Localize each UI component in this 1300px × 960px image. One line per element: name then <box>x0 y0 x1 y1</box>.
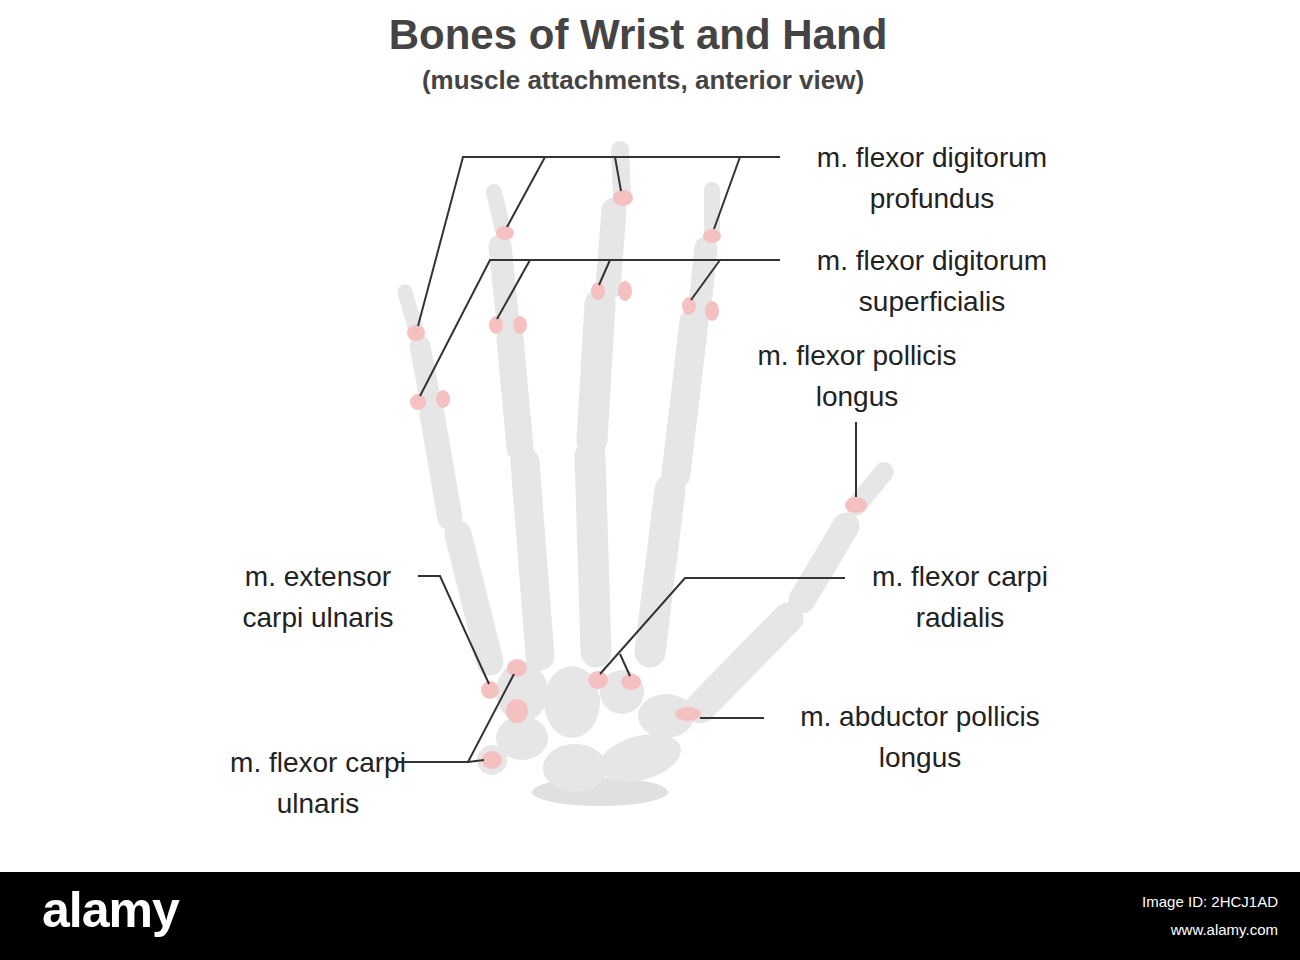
attachment-spot <box>506 699 528 723</box>
phalanx <box>432 414 450 518</box>
muscle-label: m. flexor digitorum profundus <box>777 137 1087 219</box>
leader-line <box>398 674 514 762</box>
phalanx <box>802 526 846 600</box>
attachment-spot <box>482 751 502 769</box>
muscle-label: m. abductor pollicis longus <box>760 696 1080 778</box>
phalanx <box>510 338 520 448</box>
attachment-spot <box>513 316 527 334</box>
diagram-title: Bones of Wrist and Hand <box>238 10 1038 60</box>
attachment-spot <box>705 301 719 321</box>
attachment-spot <box>703 229 721 243</box>
watermark-logo: alamy <box>42 882 242 938</box>
lunate <box>543 744 607 792</box>
leader-line <box>599 260 610 285</box>
leader-line <box>420 260 780 396</box>
phalanx <box>420 346 430 398</box>
phalanx <box>592 304 600 440</box>
attachment-spot <box>496 226 514 240</box>
phalanx <box>700 248 706 306</box>
phalanx <box>676 322 694 474</box>
leader-line <box>714 157 740 229</box>
leader-line <box>700 717 764 719</box>
phalanx <box>494 192 503 230</box>
attachment-spot <box>591 282 605 300</box>
finger-bones <box>405 150 884 708</box>
attachment-spot <box>613 190 633 206</box>
muscle-label: m. flexor digitorum superficialis <box>777 240 1087 322</box>
attachment-spot <box>845 497 867 513</box>
leader-line <box>468 760 484 762</box>
phalanx <box>704 190 720 232</box>
metacarpal <box>700 618 788 708</box>
muscle-label: m. flexor carpi radialis <box>840 556 1080 638</box>
leader-line <box>418 157 780 326</box>
leader-line <box>418 576 489 684</box>
leader-line <box>691 260 720 300</box>
attachment-spot <box>507 659 527 677</box>
watermark-id: Image ID: 2HCJ1AD <box>1080 892 1278 912</box>
leader-line <box>507 157 545 227</box>
leader-lines <box>398 157 856 762</box>
attachment-spot <box>436 390 450 408</box>
leader-line <box>855 422 857 497</box>
attachment-spots <box>407 190 867 769</box>
metacarpal <box>458 534 490 662</box>
attachment-spot <box>489 316 503 334</box>
subtitle: (muscle attachments, anterior view) <box>293 64 993 96</box>
leader-line <box>620 654 630 676</box>
attachment-spot <box>621 674 641 690</box>
attachment-spot <box>407 325 425 341</box>
attachment-spot <box>481 681 499 699</box>
muscle-label: m. flexor pollicis longus <box>722 335 992 417</box>
leader-line <box>615 157 621 191</box>
metacarpal <box>650 490 670 652</box>
leader-line <box>600 578 845 674</box>
watermark-url: www.alamy.com <box>1080 920 1278 940</box>
phalanx <box>608 210 614 288</box>
attachment-spot <box>618 281 632 301</box>
attachment-spot <box>588 671 608 689</box>
leader-line <box>497 260 530 319</box>
attachment-spot <box>675 707 701 721</box>
muscle-label: m. extensor carpi ulnaris <box>213 556 423 638</box>
attachment-spot <box>410 394 426 410</box>
phalanx <box>405 292 416 330</box>
muscle-label: m. flexor carpi ulnaris <box>220 742 416 824</box>
footer-bar <box>0 872 1300 960</box>
attachment-spot <box>682 297 696 315</box>
metacarpal <box>525 462 540 656</box>
metacarpal <box>590 456 596 652</box>
